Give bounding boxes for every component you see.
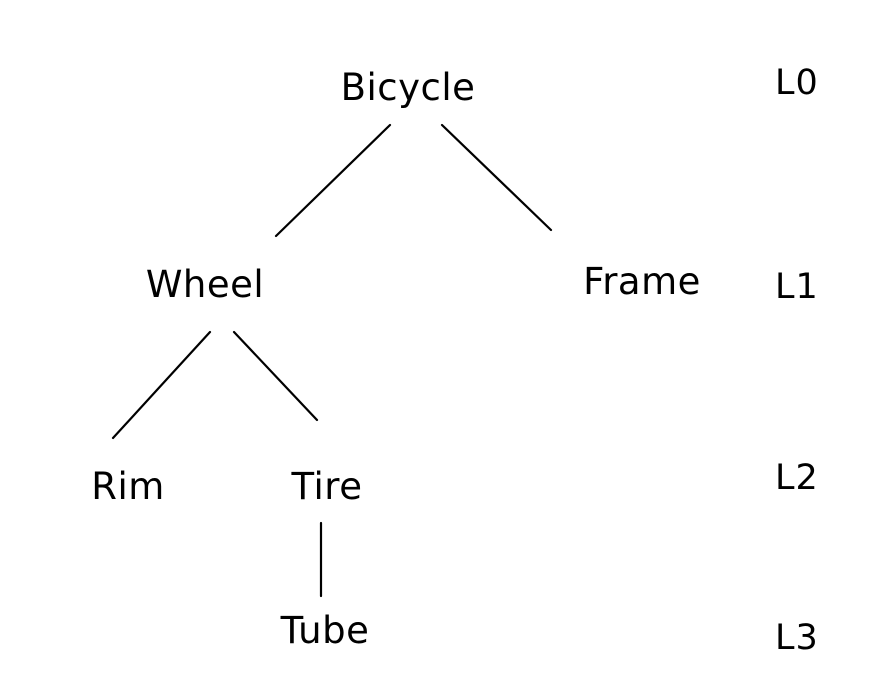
level-label-l2: L2 — [775, 457, 819, 498]
edge-bicycle-frame — [440, 123, 553, 232]
level-label-l0: L0 — [775, 62, 819, 103]
node-rim[interactable]: Rim — [91, 465, 165, 509]
node-tube[interactable]: Tube — [280, 609, 370, 653]
edge-bicycle-wheel — [274, 123, 392, 238]
node-wheel[interactable]: Wheel — [145, 263, 265, 307]
level-label-l3: L3 — [775, 617, 819, 658]
node-frame[interactable]: Frame — [583, 260, 701, 304]
edge-wheel-rim — [111, 330, 212, 440]
node-tire[interactable]: Tire — [291, 465, 363, 509]
edge-wheel-tire — [232, 330, 319, 422]
level-label-l1: L1 — [775, 266, 819, 307]
node-bicycle[interactable]: Bicycle — [340, 66, 476, 110]
